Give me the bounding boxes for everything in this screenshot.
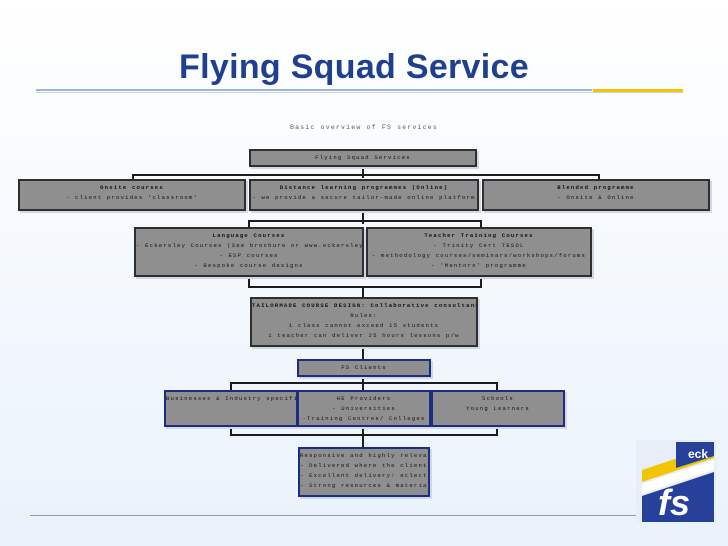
title-underline [36, 89, 592, 91]
eckersley-fs-logo: eck fs [636, 440, 716, 522]
connector [230, 382, 232, 392]
business-client-node: Businesses & Industry specific [164, 390, 298, 427]
connector [496, 426, 498, 436]
logo-text-main: fs [658, 482, 690, 522]
node-line: - 'Mentors' programme [431, 262, 527, 269]
teacher-training-node: Teacher Training Courses - Trinity Cert … [366, 227, 592, 277]
connector [362, 426, 364, 448]
fs-clients-label: FS Clients [341, 364, 387, 371]
node-line: 1 teacher can deliver 25 hours lessons p… [268, 332, 460, 339]
connector [248, 286, 482, 288]
connector [362, 166, 364, 178]
title-underline-accent [593, 89, 683, 92]
node-line: - we provide a secure tailor-made online… [252, 194, 476, 201]
node-title: Distance learning programmes (Online) [279, 184, 449, 191]
footer-rule [30, 515, 640, 516]
node-title: Teacher Training Courses [424, 232, 534, 239]
node-line: 1 class cannot exceed 15 students [288, 322, 440, 329]
node-title: Blended programme [557, 184, 635, 191]
connector [132, 174, 600, 176]
node-line: - Universities [332, 405, 396, 412]
connector [496, 382, 498, 392]
node-line: - Eckersley Courses (See brochure or www… [136, 242, 364, 249]
language-courses-node: Language Courses - Eckersley Courses (Se… [134, 227, 364, 277]
node-line: - methodology courses/seminars/workshops… [371, 252, 587, 259]
connector [248, 276, 250, 288]
fs-clients-node: FS Clients [297, 359, 431, 377]
root-node-label: Flying Squad Services [315, 154, 411, 161]
connector [248, 220, 480, 222]
node-line: Responsive and highly relevant courses [300, 452, 428, 459]
connector [362, 346, 364, 360]
connector [230, 426, 232, 436]
node-line: - Strong resources & material [300, 482, 430, 489]
node-line: - Onsite & Online [557, 194, 635, 201]
title-underline-shadow [36, 92, 683, 93]
node-line: - Trinity Cert TESOL [433, 242, 525, 249]
onsite-courses-node: Onsite courses - client provides 'classr… [18, 179, 246, 211]
node-line: -Training Centres/ Colleges [302, 415, 426, 422]
he-providers-node: HE Providers - Universities -Training Ce… [297, 390, 431, 427]
node-line: Rules: [350, 312, 378, 319]
connector [132, 174, 134, 180]
node-line: Schools [482, 395, 514, 402]
connector [248, 220, 250, 228]
node-line: - Delivered where the client is [300, 462, 430, 469]
outcome-node: Responsive and highly relevant courses -… [298, 447, 430, 497]
node-line: - client provides 'classroom' [65, 194, 199, 201]
node-line: Young Learners [466, 405, 530, 412]
node-title: Language Courses [212, 232, 286, 239]
logo-text-top: eck [688, 447, 708, 461]
connector [362, 212, 364, 224]
schools-node: Schools Young Learners [431, 390, 565, 427]
tailormade-design-node: TAILORMADE COURSE DESIGN: Collaborative … [250, 297, 478, 347]
node-line: - Bespoke course designs [194, 262, 304, 269]
connector [598, 174, 600, 180]
connector [480, 220, 482, 228]
blended-programme-node: Blended programme - Onsite & Online [482, 179, 710, 211]
connector [362, 286, 364, 298]
connector [230, 434, 498, 436]
node-line: Businesses & Industry specific [166, 395, 298, 402]
node-title: Onsite courses [100, 184, 164, 191]
node-title: TAILORMADE COURSE DESIGN: Collaborative … [252, 302, 476, 309]
root-node: Flying Squad Services [249, 149, 477, 167]
connector [230, 382, 498, 384]
node-line: - Excellent delivery: eclectic methods [300, 472, 428, 479]
diagram-subtitle: Basic overview of FS services [290, 124, 438, 131]
distance-learning-node: Distance learning programmes (Online) - … [249, 179, 479, 211]
node-line: HE Providers [336, 395, 392, 402]
node-line: - ESP courses [219, 252, 279, 259]
connector [480, 276, 482, 288]
slide-title: Flying Squad Service [179, 48, 529, 86]
